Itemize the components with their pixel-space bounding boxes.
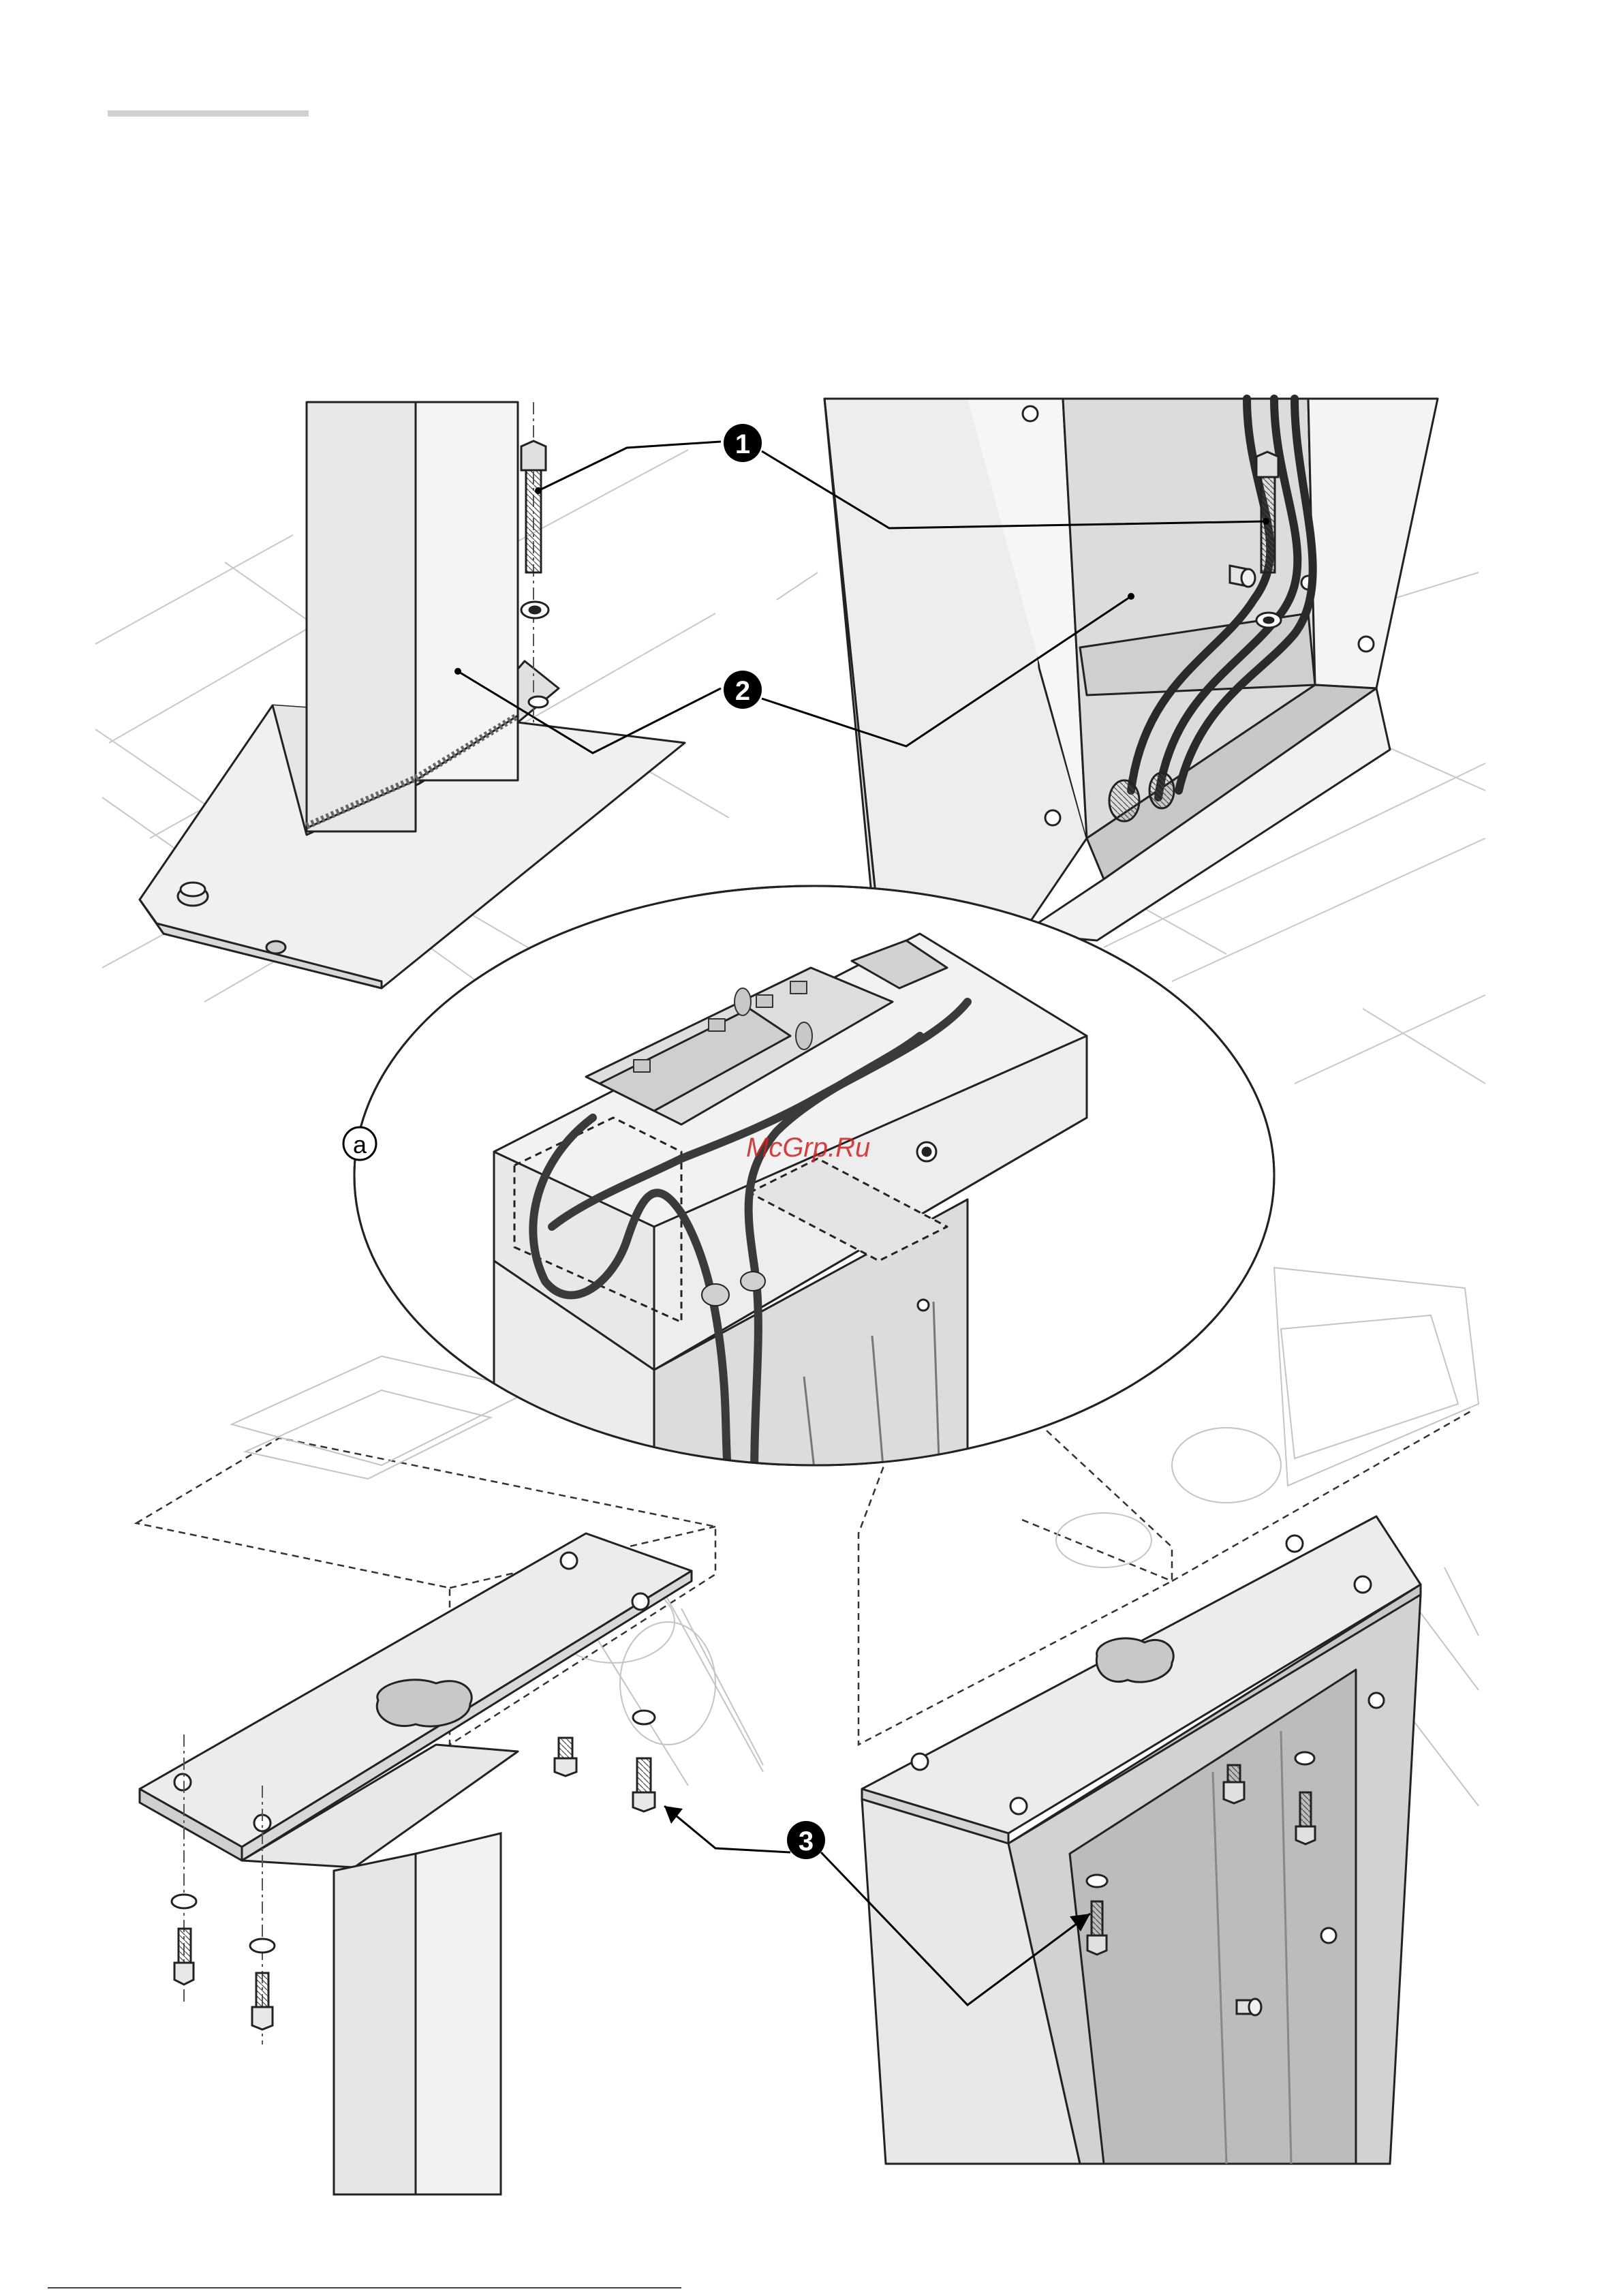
detail-callout-a: a [343,1127,376,1160]
top-plate-left [140,1533,692,1867]
post-left [307,402,518,831]
callout-2-label: 2 [735,676,750,706]
header-rule [108,110,309,117]
post-left-bottom [334,1833,501,2194]
callout-3: 3 [787,1821,825,1859]
callout-2: 2 [724,671,762,709]
post-right [824,399,1438,940]
callout-3-label: 3 [799,1826,814,1856]
callout-1: 1 [724,424,762,462]
callout-1-label: 1 [735,429,750,459]
detail-callout-a-label: a [353,1131,367,1159]
watermark: McGrp.Ru [746,1133,870,1163]
post-right-bottom [862,1516,1421,2164]
